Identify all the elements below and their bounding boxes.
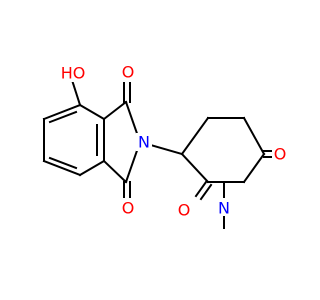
oxygen-label: O — [178, 201, 191, 220]
carbonyl-bond — [194, 180, 208, 198]
bond — [180, 152, 210, 184]
glutarimide-ring — [180, 116, 266, 184]
bond — [102, 100, 128, 121]
label-background — [214, 198, 232, 216]
oxygen-label: O — [274, 145, 287, 164]
bond — [242, 116, 266, 156]
imide-ring — [102, 100, 142, 184]
oxygen-label: O — [122, 63, 135, 82]
nitrogen-label: N — [218, 199, 230, 218]
bond — [180, 116, 210, 156]
label-background — [120, 198, 136, 216]
carbonyl-bond — [199, 183, 213, 201]
bond — [78, 159, 106, 177]
bond — [78, 103, 106, 121]
molecule-drawing: HO O O N O O N — [42, 63, 288, 229]
bond-hydroxyl — [70, 78, 82, 107]
label-background — [120, 64, 136, 82]
double-bond-inner — [48, 156, 78, 170]
label-background — [136, 133, 152, 151]
bond — [102, 159, 128, 184]
label-background — [176, 200, 192, 218]
bond — [242, 152, 266, 184]
oxygen-label: O — [122, 199, 135, 218]
bond — [42, 103, 82, 121]
bond — [42, 159, 82, 177]
label-background — [272, 145, 288, 163]
hydroxyl-label: HO — [61, 64, 86, 83]
structure-diagram: HO O O N O O N — [42, 62, 288, 229]
nitrogen-label: N — [138, 133, 150, 152]
benzene-ring — [42, 103, 106, 177]
label-background — [58, 64, 88, 82]
double-bond-inner — [48, 110, 78, 124]
